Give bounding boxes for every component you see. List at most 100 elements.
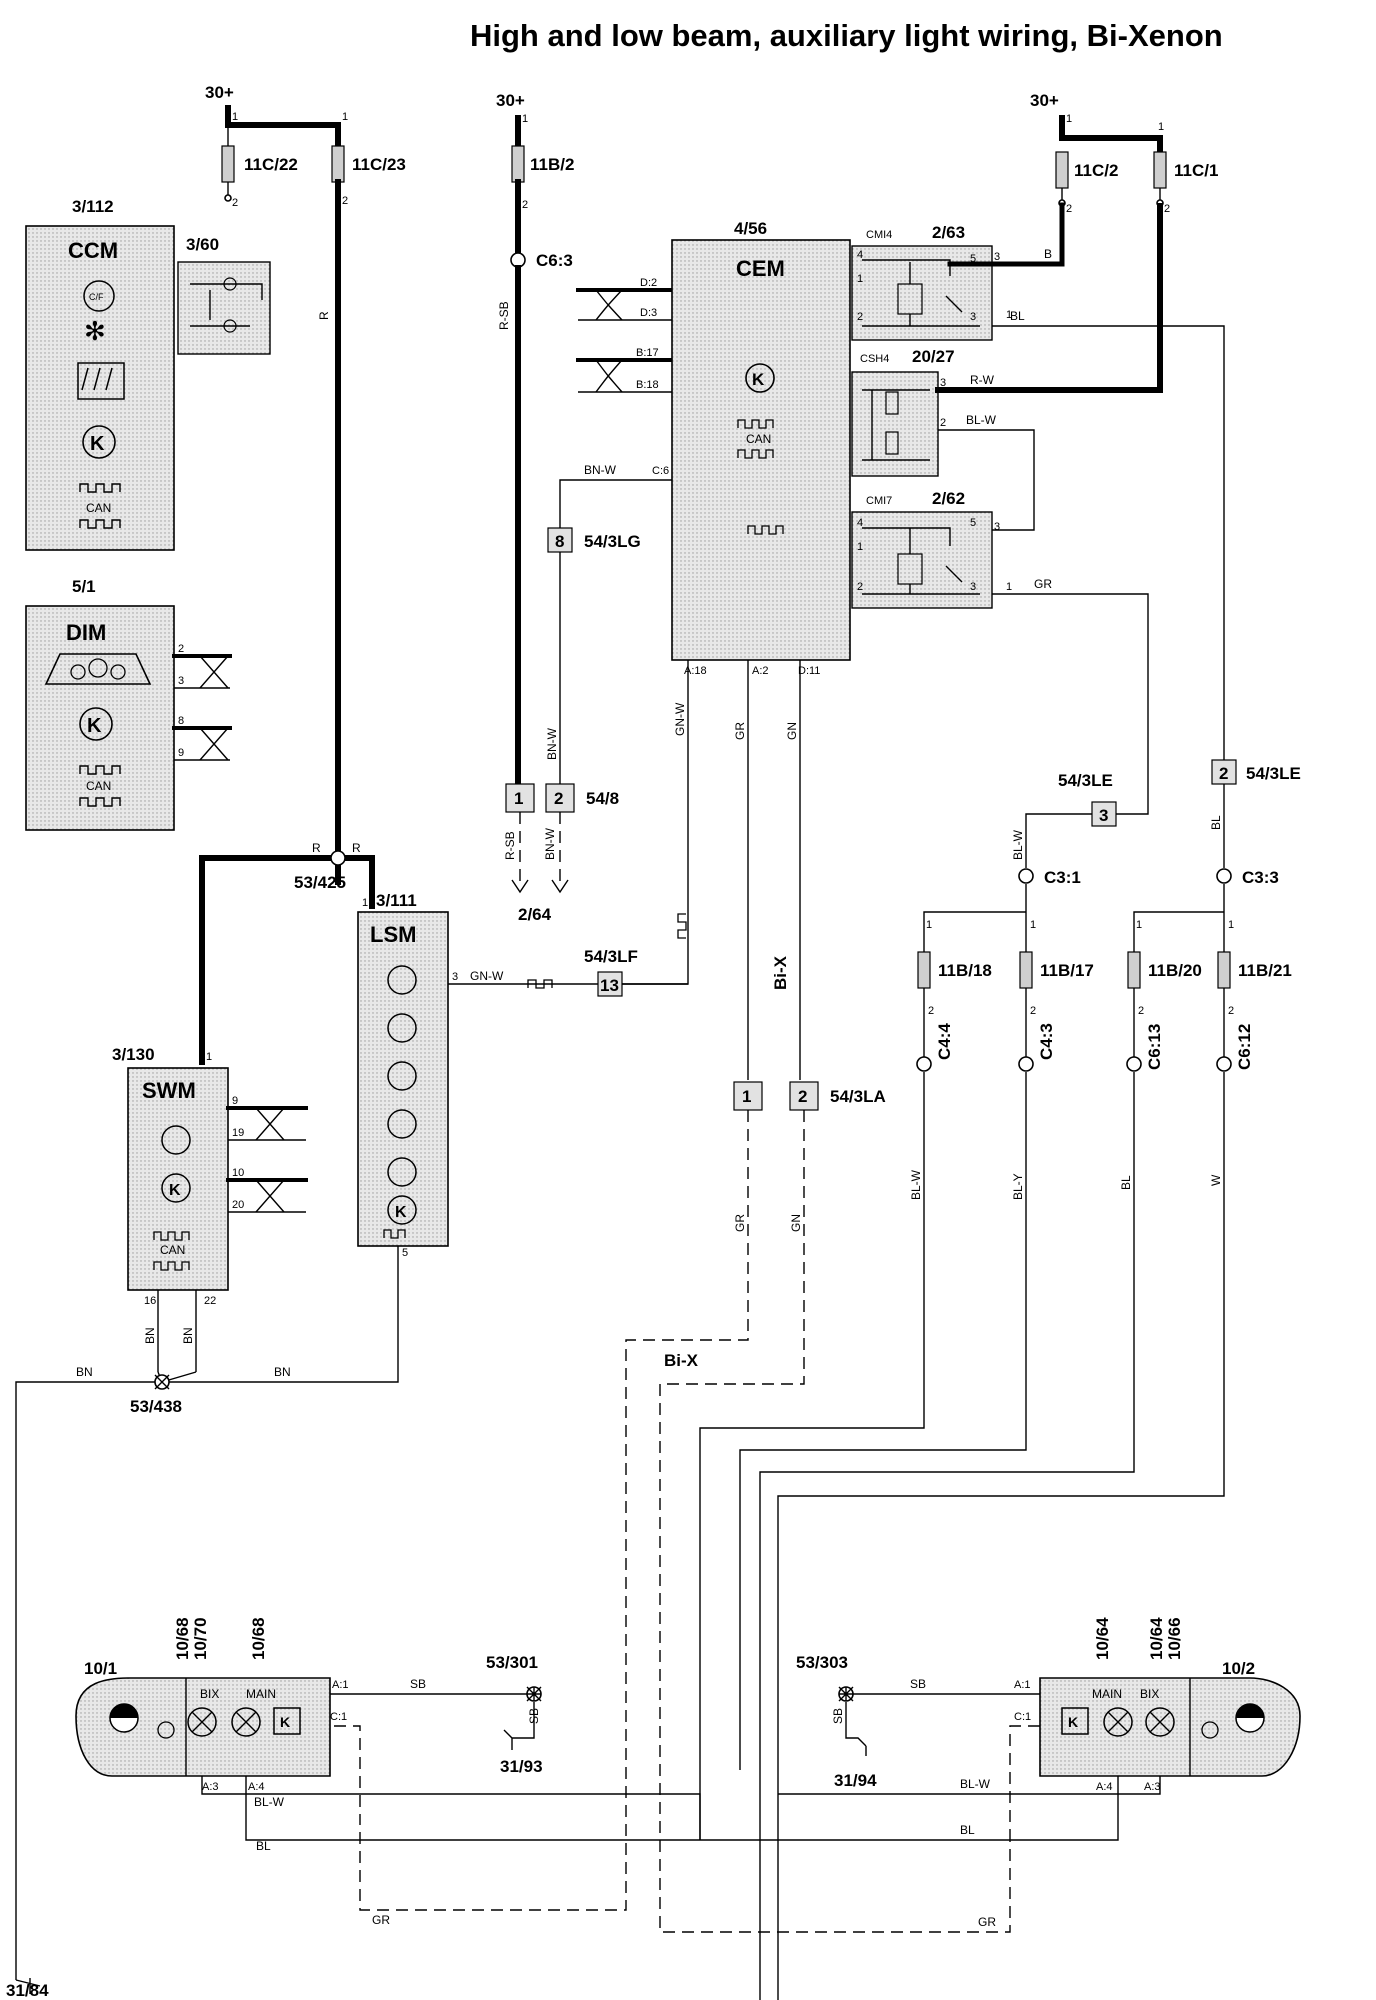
svg-text:1: 1 xyxy=(1030,919,1036,931)
fan-snowflake-icon: ✻ xyxy=(84,316,106,346)
front-fog-icon xyxy=(387,1109,417,1139)
dim-name: DIM xyxy=(66,620,106,645)
svg-text:2: 2 xyxy=(798,1087,807,1106)
svg-text:BN-W: BN-W xyxy=(543,827,557,860)
supply-label-right: 30+ xyxy=(1030,91,1059,110)
svg-text:53/438: 53/438 xyxy=(130,1397,182,1416)
ground-31-84: 31/84 xyxy=(6,1978,49,2000)
svg-text:BL-W: BL-W xyxy=(254,1795,285,1809)
gr-wire-to-le: GR 54/3LE 3 BL-W C3:1 xyxy=(923,577,1149,922)
svg-text:BIX: BIX xyxy=(200,1687,219,1701)
svg-text:R: R xyxy=(352,841,361,855)
svg-text:53/303: 53/303 xyxy=(796,1653,848,1672)
svg-text:CMI4: CMI4 xyxy=(866,229,892,241)
svg-text:SB: SB xyxy=(527,1708,541,1724)
supply-label-left: 30+ xyxy=(205,83,234,102)
ccm-name: CCM xyxy=(68,238,118,263)
svg-text:2: 2 xyxy=(232,197,238,209)
svg-text:GN-W: GN-W xyxy=(673,702,687,736)
svg-text:SB: SB xyxy=(831,1708,845,1724)
svg-text:10/66: 10/66 xyxy=(1165,1617,1184,1660)
svg-text:4: 4 xyxy=(857,517,863,529)
cem-can-twisted-pairs: D:2 D:3 B:17 B:18 xyxy=(576,277,674,393)
svg-text:31/94: 31/94 xyxy=(834,1771,877,1790)
svg-text:GN-W: GN-W xyxy=(470,969,504,983)
svg-text:C6:12: C6:12 xyxy=(1235,1024,1254,1070)
svg-text:20/27: 20/27 xyxy=(912,347,955,366)
svg-text:2: 2 xyxy=(1219,764,1228,783)
svg-text:C3:3: C3:3 xyxy=(1242,868,1279,887)
svg-text:1: 1 xyxy=(1228,919,1234,931)
svg-text:54/3LA: 54/3LA xyxy=(830,1087,886,1106)
svg-text:K: K xyxy=(752,370,765,389)
svg-text:C/F: C/F xyxy=(89,292,104,302)
fuse-11c23-label: 11C/23 xyxy=(352,155,406,174)
svg-text:2: 2 xyxy=(857,311,863,323)
svg-text:C4:4: C4:4 xyxy=(935,1023,954,1060)
supply-label-mid: 30+ xyxy=(496,91,525,110)
svg-text:1: 1 xyxy=(1006,581,1012,593)
svg-text:GR: GR xyxy=(978,1915,996,1929)
ccm-module: 3/112 CCM C/F ✻ K CAN 3/60 xyxy=(25,197,271,551)
cem-module: 4/56 CEM K CAN A:18 A:2 D:11 xyxy=(671,219,851,677)
svg-text:BL-W: BL-W xyxy=(1011,829,1025,860)
svg-text:GN: GN xyxy=(785,722,799,740)
rear-defrost-icon xyxy=(77,362,125,400)
svg-text:1: 1 xyxy=(514,789,523,808)
svg-text:3: 3 xyxy=(452,971,458,983)
svg-text:53/301: 53/301 xyxy=(486,1653,538,1672)
svg-text:54/3LE: 54/3LE xyxy=(1246,764,1301,783)
svg-text:B:17: B:17 xyxy=(636,347,659,359)
svg-text:54/3LE: 54/3LE xyxy=(1058,771,1113,790)
svg-text:2/63: 2/63 xyxy=(932,223,965,242)
svg-text:LSM: LSM xyxy=(370,922,416,947)
blw-relay-link: BL-W xyxy=(938,413,1035,531)
svg-text:4: 4 xyxy=(857,249,863,261)
dim-keyfob-icon xyxy=(79,707,113,741)
connector-lg-label: 54/3LG xyxy=(584,532,641,551)
svg-text:31/93: 31/93 xyxy=(500,1757,543,1776)
svg-text:A:4: A:4 xyxy=(248,1781,265,1793)
svg-text:BL-W: BL-W xyxy=(960,1777,991,1791)
svg-text:C3:1: C3:1 xyxy=(1044,868,1081,887)
fuse-11b2 xyxy=(511,145,525,183)
light-switch-icon xyxy=(387,965,417,995)
svg-text:3: 3 xyxy=(970,311,976,323)
svg-text:B:18: B:18 xyxy=(636,379,659,391)
svg-text:K: K xyxy=(90,433,105,455)
svg-text:K: K xyxy=(1068,1714,1078,1730)
steering-wheel-icon xyxy=(161,1125,191,1155)
svg-text:10/68: 10/68 xyxy=(249,1617,268,1660)
svg-text:2/62: 2/62 xyxy=(932,489,965,508)
svg-text:D:3: D:3 xyxy=(640,307,657,319)
svg-text:K: K xyxy=(395,1204,407,1221)
svg-text:GN: GN xyxy=(789,1214,803,1232)
splice-53-301: 53/301 SB 31/93 xyxy=(486,1653,543,1776)
svg-text:BN: BN xyxy=(143,1327,157,1344)
svg-text:A:2: A:2 xyxy=(752,665,769,677)
dim-can-twisted-pairs: 2 3 8 9 xyxy=(172,643,232,761)
bl-wire-to-le: BL 2 54/3LE BL C3:3 xyxy=(992,309,1301,922)
mid-supply: 1 11B/2 2 C6:3 R-SB 1 2 54/8 R-SB BN-W 2… xyxy=(497,113,619,924)
svg-text:D:11: D:11 xyxy=(798,665,820,677)
svg-text:BL-W: BL-W xyxy=(966,413,997,427)
svg-text:C:1: C:1 xyxy=(1014,1711,1031,1723)
svg-text:CAN: CAN xyxy=(86,779,111,793)
svg-text:GR: GR xyxy=(733,722,747,740)
svg-text:2: 2 xyxy=(342,195,348,207)
svg-text:10/70: 10/70 xyxy=(191,1617,210,1660)
left-supply-fuses: 1 2 1 2 11C/22 11C/23 R xyxy=(221,105,406,845)
fuse-11c23 xyxy=(331,145,345,183)
svg-text:5: 5 xyxy=(970,517,976,529)
svg-text:11B/17: 11B/17 xyxy=(1040,961,1094,980)
bnw-wire: BN-W C:6 8 54/3LG BN-W xyxy=(545,463,672,784)
connector-c63-label: C6:3 xyxy=(536,251,573,270)
svg-text:1: 1 xyxy=(232,111,238,123)
svg-text:CAN: CAN xyxy=(746,432,771,446)
svg-text:2: 2 xyxy=(1228,1005,1234,1017)
svg-text:R: R xyxy=(312,841,321,855)
temperature-icon xyxy=(83,280,115,312)
